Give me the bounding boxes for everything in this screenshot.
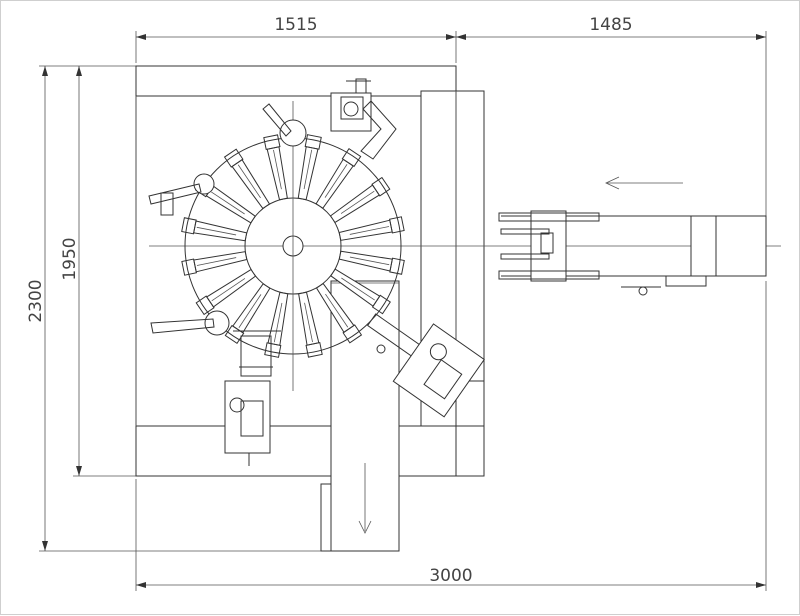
carousel-arm xyxy=(338,216,405,241)
carousel-arm xyxy=(330,268,391,315)
carousel-arm xyxy=(315,282,363,344)
carousel-arm xyxy=(329,176,391,224)
carousel-arm xyxy=(264,291,289,358)
carousel-arm xyxy=(181,251,248,276)
outer-tool-arms xyxy=(148,103,307,336)
top-cutting-unit xyxy=(330,78,397,160)
carousel-arm xyxy=(181,217,248,242)
dim-label-1515: 1515 xyxy=(274,15,317,35)
dimension-left: 2300 1950 xyxy=(26,65,321,552)
dim-label-3000: 3000 xyxy=(429,566,472,586)
angled-cutting-unit xyxy=(366,313,485,418)
right-column xyxy=(420,90,485,477)
carousel-arm xyxy=(263,134,288,201)
carousel-arm xyxy=(297,134,322,201)
dim-label-1950: 1950 xyxy=(60,237,80,280)
carousel-arm xyxy=(298,291,323,358)
carousel-arms xyxy=(181,134,405,358)
rotary-carousel xyxy=(181,101,405,391)
dim-label-2300: 2300 xyxy=(26,279,46,322)
carousel-arm xyxy=(223,148,271,210)
carousel-arm xyxy=(224,283,271,344)
infeed-conveyor xyxy=(149,176,781,296)
dimension-bottom: 3000 xyxy=(135,281,767,591)
dim-label-1485: 1485 xyxy=(589,15,632,35)
bottom-cutting-unit xyxy=(224,330,281,466)
carousel-arm xyxy=(315,148,362,209)
carousel-arm xyxy=(195,268,257,316)
arrow-down-icon xyxy=(358,520,372,534)
dimension-top: 1515 1485 xyxy=(135,15,767,216)
arrow-left-icon xyxy=(605,176,620,190)
carousel-arm xyxy=(338,250,405,275)
